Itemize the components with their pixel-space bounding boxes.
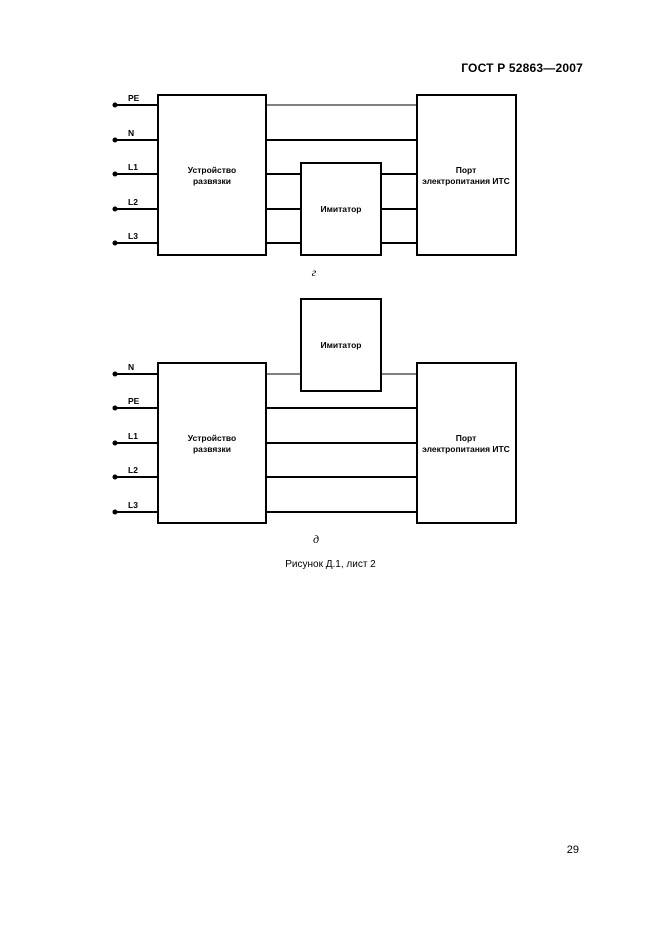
input-line-l1: L1 <box>112 162 158 177</box>
isolation-device-label-line2: развязки <box>193 176 231 186</box>
simulator-label: Имитатор <box>321 204 362 214</box>
simulator-box <box>300 298 382 392</box>
page-number: 29 <box>566 844 579 856</box>
input-line-l3: L3 <box>112 500 158 515</box>
input-label-pe: PE <box>128 396 140 406</box>
input-line-n: N <box>112 128 158 143</box>
isolation-device-box <box>157 94 267 256</box>
simulator-label: Имитатор <box>321 340 362 350</box>
input-label-l2: L2 <box>128 465 138 475</box>
port-label-line2: электропитания ИТС <box>422 444 510 454</box>
figure-caption: Рисунок Д.1, лист 2 <box>285 559 376 570</box>
variant-label-d: д <box>313 532 319 546</box>
input-line-l2: L2 <box>112 465 158 480</box>
isolation-device-label-line1: Устройство <box>188 433 236 443</box>
port-label-line1: Порт <box>456 165 477 175</box>
input-label-n: N <box>128 362 134 372</box>
isolation-device-box <box>157 362 267 524</box>
diagram-g: PE N L1 L2 L3 Устройство развязки <box>112 93 517 279</box>
input-label-l1: L1 <box>128 162 138 172</box>
input-label-pe: PE <box>128 93 140 103</box>
input-label-l2: L2 <box>128 197 138 207</box>
port-label-line1: Порт <box>456 433 477 443</box>
document-header: ГОСТ Р 52863—2007 <box>461 61 583 75</box>
input-line-l2: L2 <box>112 197 158 212</box>
port-box <box>416 362 517 524</box>
simulator-box <box>300 162 382 256</box>
input-line-l1: L1 <box>112 431 158 446</box>
variant-label-g: г <box>312 265 317 279</box>
input-line-l3: L3 <box>112 231 158 246</box>
input-label-n: N <box>128 128 134 138</box>
port-box <box>416 94 517 256</box>
input-line-pe: PE <box>112 93 158 108</box>
isolation-device-label-line1: Устройство <box>188 165 236 175</box>
input-line-pe: PE <box>112 396 158 411</box>
input-label-l1: L1 <box>128 431 138 441</box>
input-label-l3: L3 <box>128 500 138 510</box>
port-label-line2: электропитания ИТС <box>422 176 510 186</box>
input-line-n: N <box>112 362 158 377</box>
isolation-device-label-line2: развязки <box>193 444 231 454</box>
input-label-l3: L3 <box>128 231 138 241</box>
diagram-d: N PE L1 L2 L3 Устройство развязки <box>112 298 517 546</box>
